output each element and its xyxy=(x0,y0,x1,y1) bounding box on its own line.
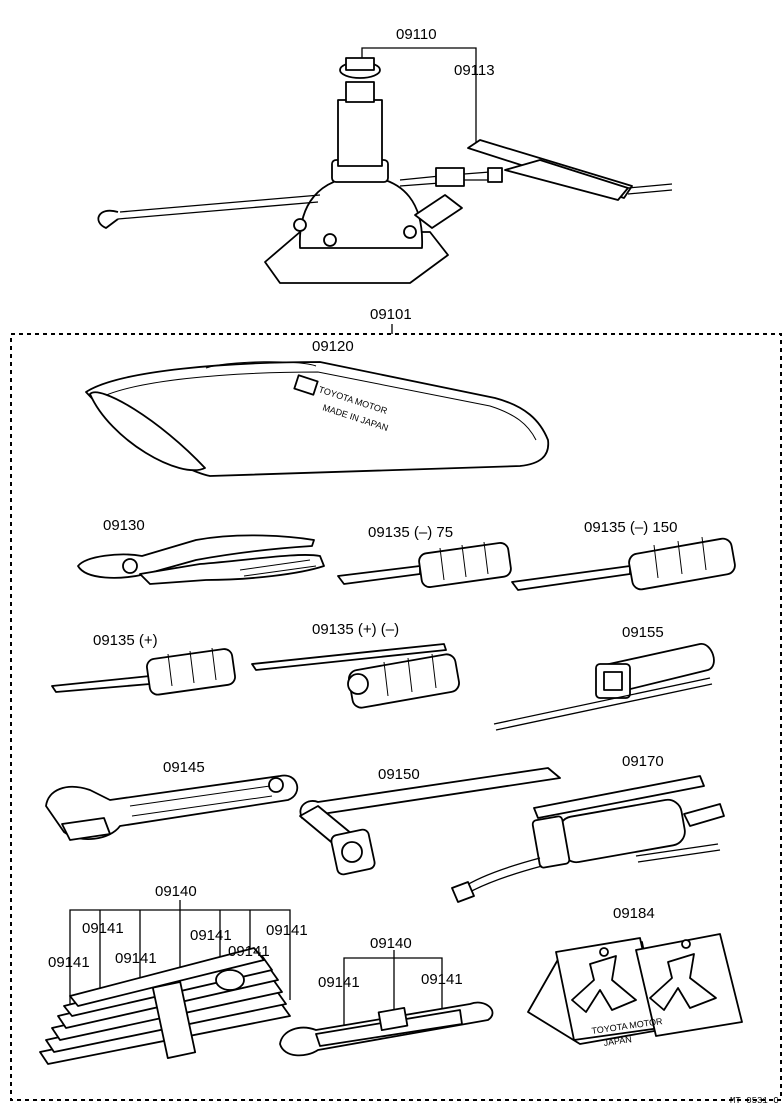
label-wrench-a-5: 09141 xyxy=(115,950,157,967)
label-wrench-a-2: 09141 xyxy=(190,927,232,944)
label-wrench-a-3: 09141 xyxy=(266,922,308,939)
label-grease-gun: 09170 xyxy=(622,753,664,770)
leader-wrench-set-b xyxy=(343,950,443,1030)
label-jack-handle: 09113 xyxy=(454,62,495,79)
label-wrench-set-a: 09140 xyxy=(155,883,197,900)
tool-bag-illustration: TOYOTA MOTOR MADE IN JAPAN xyxy=(85,361,550,477)
label-screwdriver-phillips: 09135 (+) xyxy=(93,632,158,649)
leader-tool-set xyxy=(10,324,782,1101)
label-wheel-wrench: 09150 xyxy=(378,766,420,783)
screwdriver-phillips-illustration xyxy=(51,647,236,696)
wheel-chocks-illustration: TOYOTA MOTOR JAPAN xyxy=(527,933,743,1048)
label-adjustable-wrench: 09145 xyxy=(163,759,205,776)
label-wheel-chocks: 09184 xyxy=(613,905,655,922)
adjustable-wrench-illustration xyxy=(45,774,299,841)
drawing-code: MT 0531-C xyxy=(730,1096,779,1106)
label-tool-bag: 09120 xyxy=(312,338,354,355)
pliers-illustration xyxy=(77,534,325,585)
wrench-set-b-illustration xyxy=(279,1001,494,1057)
label-pliers: 09130 xyxy=(103,517,145,534)
label-jack: 09110 xyxy=(396,26,437,43)
jack-illustration xyxy=(97,57,673,284)
chock-origin-text: JAPAN xyxy=(603,1034,632,1048)
screwdriver-flat-75-illustration xyxy=(337,541,512,588)
label-tool-set: 09101 xyxy=(370,306,412,323)
screwdriver-flat-150-illustration xyxy=(511,536,736,591)
grease-gun-illustration xyxy=(451,775,725,903)
label-screwdriver-combo: 09135 (+) (–) xyxy=(312,621,400,638)
label-plug-wrench: 09155 xyxy=(622,624,664,641)
wheel-wrench-illustration xyxy=(299,767,561,876)
label-screwdriver-flat-150: 09135 (–) 150 xyxy=(584,519,678,536)
plug-wrench-illustration xyxy=(493,643,715,731)
leader-wrench-set-a xyxy=(69,900,291,1020)
label-wrench-b-1: 09141 xyxy=(318,974,360,991)
label-screwdriver-flat-75: 09135 (–) 75 xyxy=(368,524,454,541)
label-wrench-set-b: 09140 xyxy=(370,935,412,952)
screwdriver-combo-illustration xyxy=(251,643,460,709)
label-wrench-a-1: 09141 xyxy=(82,920,124,937)
wrench-set-a-illustration xyxy=(39,947,291,1065)
label-wrench-b-2: 09141 xyxy=(421,971,463,988)
label-wrench-a-6: 09141 xyxy=(48,954,90,971)
label-wrench-a-4: 09141 xyxy=(228,943,270,960)
